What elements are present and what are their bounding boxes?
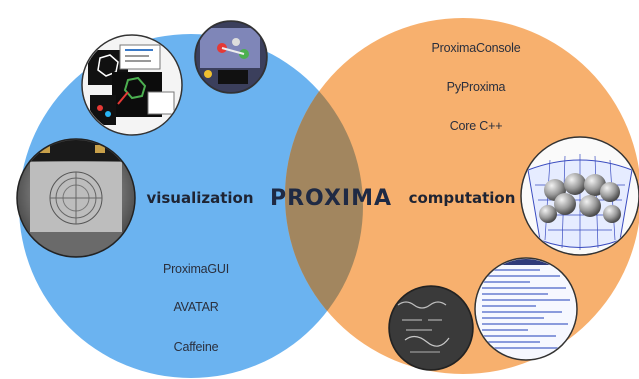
- molecule-3d-render-icon: [194, 20, 268, 94]
- computation-heading: computation: [408, 189, 516, 207]
- visualization-heading: visualization: [146, 189, 254, 207]
- code-listing-icon: [474, 257, 578, 361]
- blackboard-photo-icon: [388, 285, 474, 371]
- left-item-avatar: AVATAR: [173, 300, 219, 314]
- left-item-proximagui: ProximaGUI: [162, 262, 230, 276]
- mesh-molecule-icon: [520, 136, 639, 256]
- right-item-pyproxima: PyProxima: [446, 80, 506, 94]
- right-item-proximaconsole: ProximaConsole: [431, 41, 521, 55]
- left-item-caffeine: Caffeine: [173, 340, 219, 354]
- room-projection-photo-icon: [16, 138, 136, 258]
- molecule-graph-screenshot-icon: [81, 34, 183, 136]
- center-label: PROXIMA: [269, 186, 393, 211]
- right-item-core-cpp: Core C++: [449, 119, 503, 133]
